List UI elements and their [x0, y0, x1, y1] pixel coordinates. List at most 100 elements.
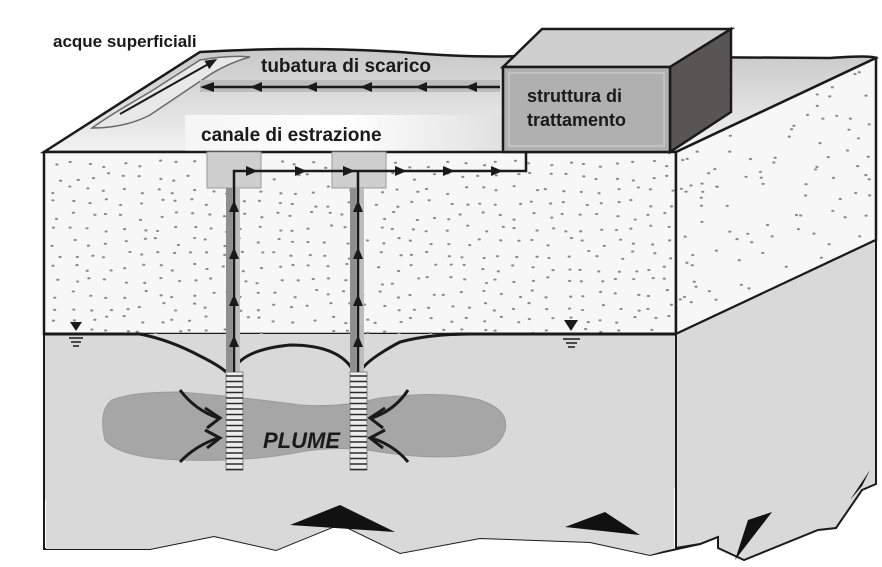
sand-dot — [51, 226, 56, 229]
sand-dot — [569, 316, 573, 319]
sand-dot — [466, 224, 470, 227]
sand-dot — [177, 279, 182, 283]
sand-dot — [126, 330, 131, 333]
sand-dot — [322, 241, 326, 244]
sand-dot — [383, 304, 387, 308]
sand-dot — [601, 303, 606, 307]
sand-dot — [562, 190, 566, 193]
sand-dot — [518, 295, 523, 299]
sand-dot — [482, 186, 486, 189]
sand-dot — [460, 256, 464, 259]
sand-dot — [170, 192, 174, 195]
sand-dot — [546, 244, 550, 247]
sand-dot — [461, 175, 465, 179]
sand-dot — [477, 238, 481, 241]
sand-dot — [758, 170, 763, 173]
sand-dot — [288, 214, 292, 217]
sand-dot — [459, 290, 463, 294]
sand-dot — [416, 190, 420, 193]
sand-dot — [174, 160, 178, 163]
sand-dot — [277, 237, 281, 241]
rock-fragment — [850, 470, 870, 500]
sand-dot — [483, 320, 487, 323]
sand-dot — [679, 187, 683, 190]
sand-dot — [464, 186, 469, 189]
sand-dot — [594, 177, 598, 181]
sand-dot — [101, 189, 105, 192]
sand-dot — [765, 223, 770, 227]
sand-dot — [649, 205, 653, 208]
sand-dot — [494, 174, 498, 177]
sand-dot — [831, 209, 835, 212]
sand-dot — [715, 185, 719, 188]
sand-dot — [450, 202, 454, 206]
sand-dot — [272, 251, 276, 254]
sand-dot — [682, 295, 687, 299]
sand-dot — [867, 123, 871, 126]
sand-dot — [617, 329, 621, 332]
sand-dot — [153, 237, 157, 240]
sand-dot — [343, 226, 347, 229]
sand-dot — [415, 218, 420, 222]
sand-dot — [598, 319, 602, 322]
sand-dot — [854, 191, 858, 195]
sand-dot — [86, 187, 90, 190]
sand-dot — [396, 205, 400, 208]
sand-dot — [631, 179, 635, 182]
sand-dot — [864, 173, 868, 177]
sand-dot — [86, 244, 91, 247]
sand-dot — [104, 296, 108, 300]
sand-dot — [259, 190, 263, 193]
sand-dot — [128, 250, 132, 254]
sand-dot — [104, 230, 108, 233]
sand-dot — [445, 229, 449, 232]
sand-dot — [174, 225, 178, 229]
sand-dot — [192, 302, 197, 305]
sand-dot — [261, 251, 265, 254]
sand-dot — [601, 280, 605, 283]
sand-dot — [174, 211, 179, 214]
sand-dot — [735, 238, 739, 241]
discharge-arrow — [305, 82, 317, 92]
sand-dot — [203, 238, 207, 241]
sand-dot — [581, 162, 585, 166]
sand-dot — [432, 173, 437, 176]
sand-dot — [378, 290, 382, 293]
sand-dot — [466, 203, 470, 206]
sand-dot — [90, 328, 94, 331]
sand-dot — [864, 214, 868, 217]
sand-dot — [678, 298, 682, 301]
sand-dot — [581, 295, 585, 298]
sand-dot — [569, 295, 573, 298]
sand-dot — [451, 305, 455, 308]
sand-dot — [629, 227, 633, 230]
sand-dot — [426, 306, 431, 309]
sand-dot — [425, 276, 429, 279]
sand-dot — [257, 199, 262, 202]
pipe-arrow — [343, 166, 355, 176]
sand-dot — [450, 320, 454, 323]
sand-dot — [564, 172, 568, 175]
sand-dot — [531, 279, 536, 283]
sand-dot — [633, 218, 637, 221]
sand-dot — [671, 189, 675, 192]
sand-dot — [374, 203, 378, 206]
sand-dot — [123, 228, 127, 231]
sand-dot — [586, 321, 590, 324]
sand-dot — [493, 203, 497, 206]
sand-dot — [240, 250, 244, 253]
sand-dot — [408, 166, 412, 169]
sand-texture-front — [50, 159, 675, 338]
sand-dot — [102, 165, 106, 169]
pipe-arrow — [353, 294, 363, 306]
sand-dot — [314, 205, 318, 208]
sand-dot — [58, 179, 63, 182]
sand-dot — [750, 241, 754, 244]
sand-dot — [499, 239, 503, 242]
sand-dot — [665, 174, 669, 177]
sand-dot — [515, 255, 519, 259]
sand-dot — [446, 192, 450, 196]
sand-dot — [205, 267, 209, 271]
sand-dot — [649, 224, 653, 227]
sand-dot — [476, 174, 480, 177]
